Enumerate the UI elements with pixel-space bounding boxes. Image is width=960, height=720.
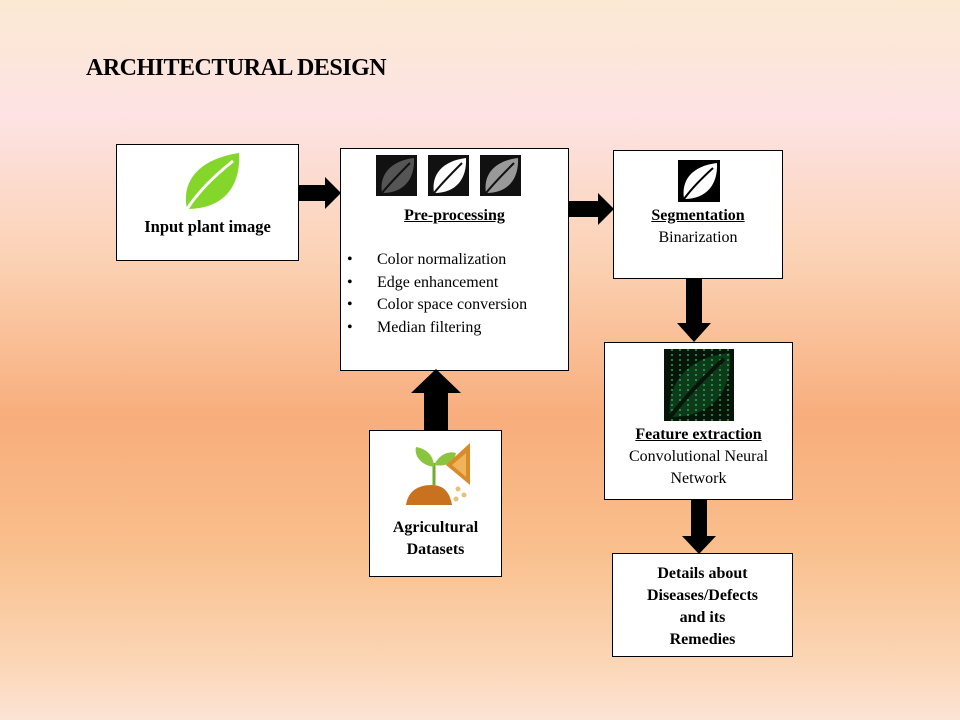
details-line-4: Remedies [669, 631, 736, 648]
details-line-3: and its [679, 609, 726, 626]
green-leaf-icon [185, 153, 240, 210]
segmentation-subtitle: Binarization [658, 229, 738, 246]
arrow-datasets-to-preprocessing [411, 369, 461, 431]
segmentation-box: Segmentation Binarization [613, 150, 783, 279]
feature-line-1: Convolutional Neural [628, 448, 769, 465]
list-item: Color normalization [341, 249, 570, 272]
details-box: Details about Diseases/Defects and its R… [612, 553, 793, 657]
list-item: Edge enhancement [341, 272, 570, 295]
list-item: Color space conversion [341, 294, 570, 317]
segmentation-heading: Segmentation [651, 207, 745, 224]
preprocessing-heading: Pre-processing [404, 207, 505, 224]
gray-leaf-icon [480, 155, 521, 196]
datasets-line-2: Datasets [406, 541, 465, 558]
feature-heading: Feature extraction [635, 426, 762, 443]
arrow-segmentation-to-feature [677, 279, 711, 342]
cnn-leaf-icon [664, 349, 734, 421]
details-line-1: Details about [657, 565, 748, 582]
details-line-2: Diseases/Defects [646, 587, 759, 604]
page-title: ARCHITECTURAL DESIGN [86, 55, 387, 81]
preprocessing-list: Color normalization Edge enhancement Col… [341, 249, 570, 339]
feature-extraction-box: Feature extraction Convolutional Neural … [604, 342, 793, 500]
agriculture-sprout-icon [406, 443, 470, 505]
list-item: Median filtering [341, 317, 570, 340]
white-leaf-icon [428, 155, 469, 196]
grayscale-leaf-icon [376, 155, 417, 196]
input-image-label: Input plant image [144, 217, 271, 236]
binary-leaf-icon [678, 160, 720, 202]
arrow-preprocessing-to-segmentation [568, 193, 614, 225]
preprocessing-box: Pre-processing Color normalization Edge … [340, 148, 569, 371]
datasets-line-1: Agricultural [392, 519, 479, 536]
arrow-feature-to-details [682, 499, 716, 554]
datasets-box: Agricultural Datasets [369, 430, 502, 577]
feature-line-2: Network [670, 470, 727, 487]
input-image-box: Input plant image [116, 144, 299, 261]
arrow-input-to-preprocessing [299, 177, 341, 209]
